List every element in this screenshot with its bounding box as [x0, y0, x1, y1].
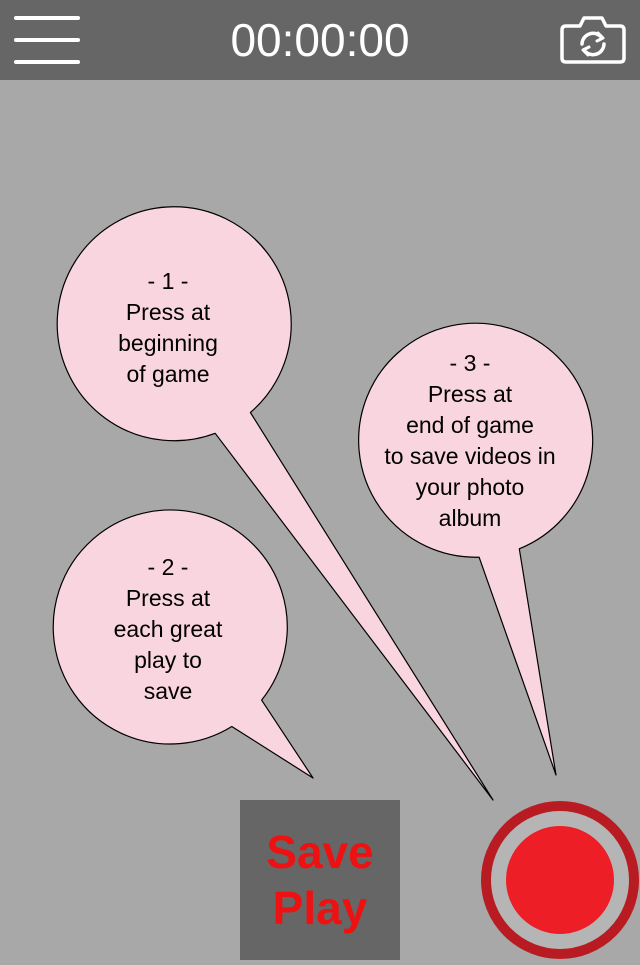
tooltip-step2-text: - 2 - Press at each great play to save [113, 554, 223, 704]
record-icon [481, 801, 639, 959]
record-button[interactable] [480, 800, 640, 960]
tooltip-bubble-step3 [358, 322, 594, 776]
tooltip-bubble-step2 [52, 509, 314, 779]
camera-switch-icon[interactable] [558, 14, 626, 66]
tooltip-step3-text: - 3 - Press at end of game to save video… [384, 350, 556, 531]
tooltip-bubble-step1 [56, 206, 494, 801]
save-play-button[interactable]: Save Play [240, 800, 400, 960]
hamburger-menu-icon[interactable] [14, 16, 82, 64]
tooltip-step1-text: - 1 - Press at beginning of game [118, 268, 218, 387]
elapsed-timer: 00:00:00 [230, 14, 410, 66]
top-bar: 00:00:00 [0, 0, 640, 80]
